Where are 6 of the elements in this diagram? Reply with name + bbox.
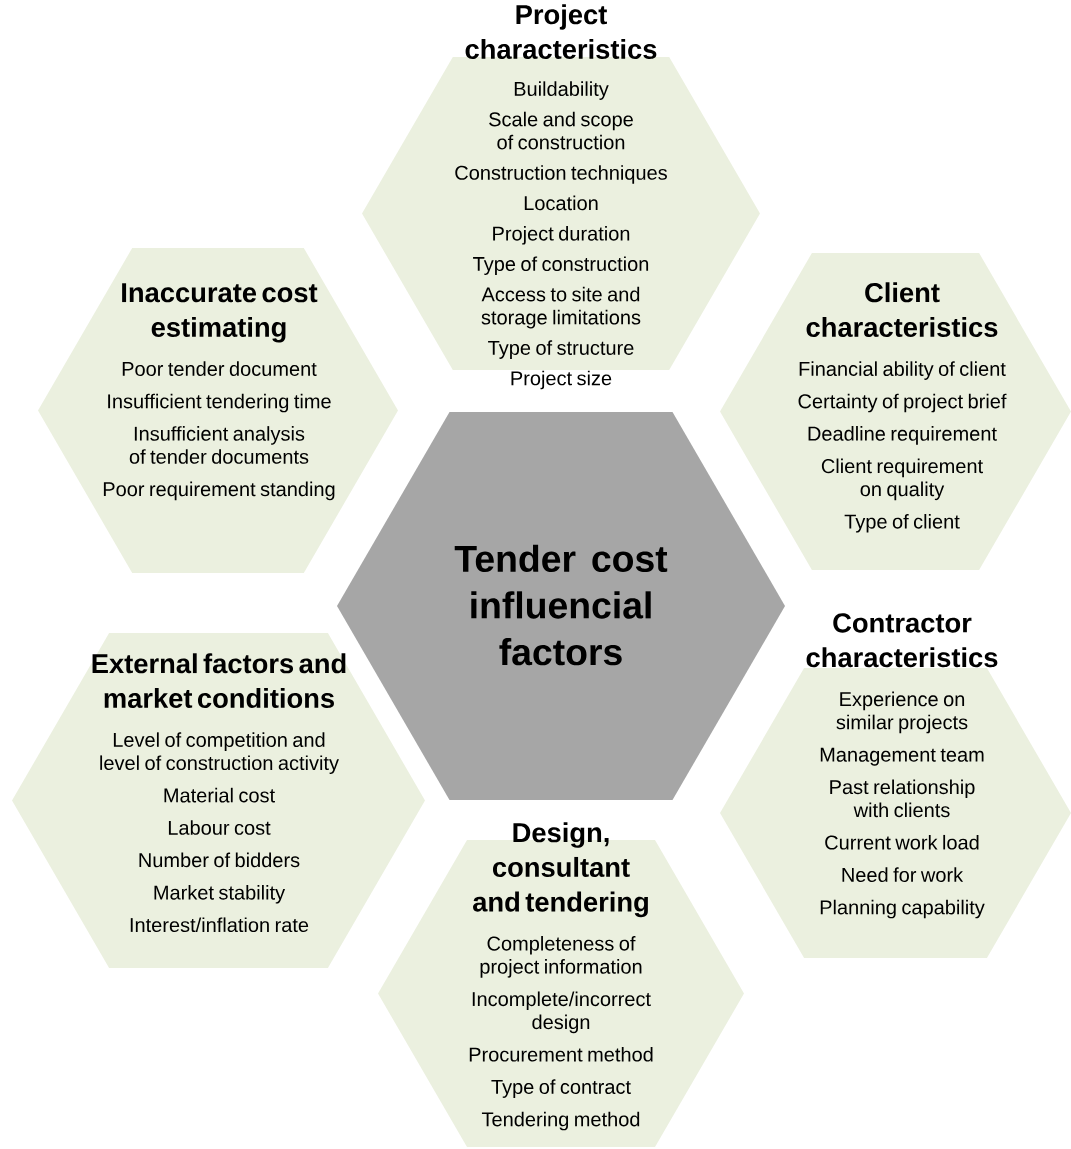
node-label: Project characteristics xyxy=(465,4,657,60)
node-label: Contractor characteristics xyxy=(806,613,998,668)
node-label: Project size xyxy=(511,370,612,390)
hexagon-box: External factors and market conditions Level of competition and level of construction activity Material cost Labour cost Number of bidders Market stability Interest/inflation rate xyxy=(12,633,425,968)
hexagon-box: Inaccurate cost estimating Poor tender document Insufficient tendering time Insufficient analysis of tender documents Poor requirement standing xyxy=(38,248,398,573)
hexagon-box: Client characteristics Financial ability of client Certainty of project brief Deadline requirement Client requirement on quality Type of client xyxy=(720,253,1071,570)
